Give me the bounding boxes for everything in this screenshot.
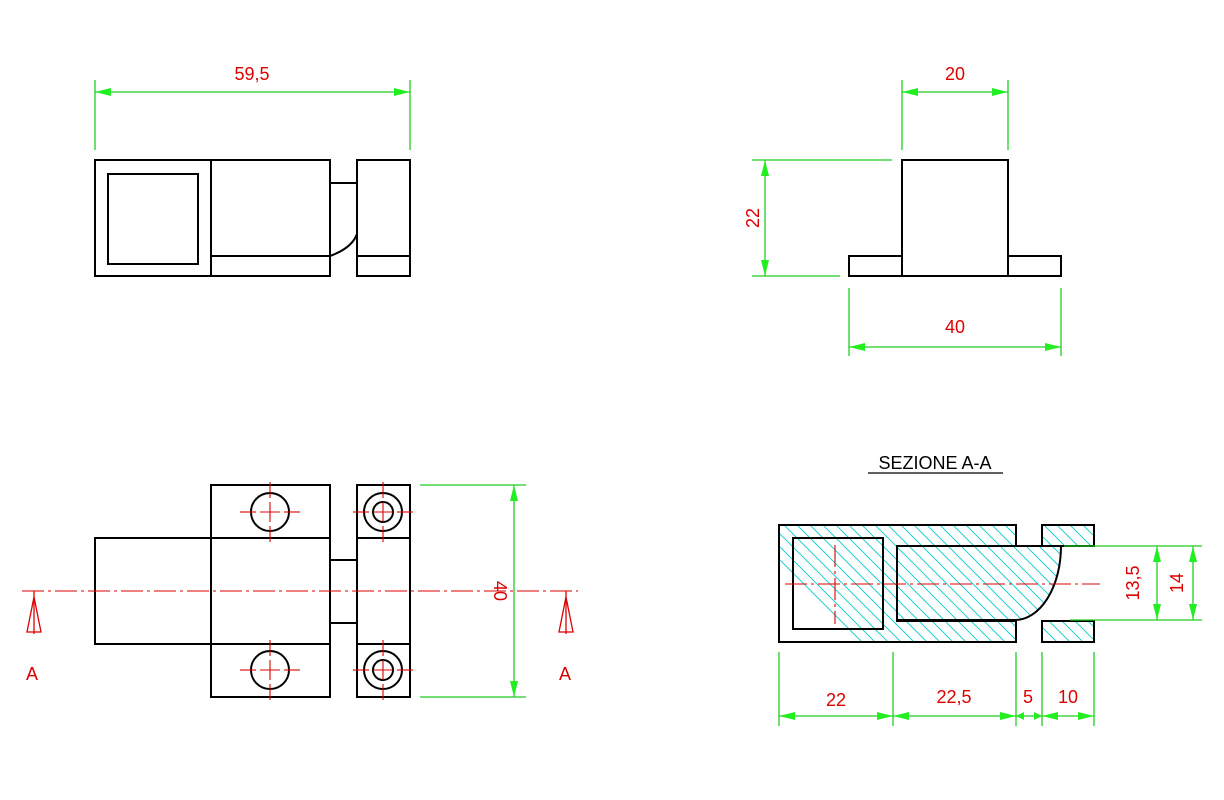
dimension-front-width: 59,5	[94, 64, 411, 150]
hatch-line	[779, 525, 879, 642]
section-cap-bottom	[1041, 620, 1095, 643]
hatch-line	[869, 525, 996, 642]
front-curve	[329, 233, 358, 257]
hatch-line	[973, 525, 1094, 642]
front-inner-square	[107, 173, 199, 265]
front-body-right	[356, 159, 411, 277]
front-body-left	[94, 159, 212, 277]
front-view	[94, 159, 411, 277]
dim-label-front-width: 59,5	[234, 64, 269, 84]
side-view	[848, 159, 1062, 277]
hatch-line	[960, 525, 1087, 642]
hatch-line	[921, 525, 1048, 642]
top-view	[22, 482, 578, 700]
dim-label-sec-10: 10	[1058, 687, 1078, 707]
dim-label-sec-5: 5	[1023, 687, 1033, 707]
dim-label-sec-22: 22	[826, 690, 846, 710]
hatch-line	[779, 525, 892, 642]
side-body	[901, 159, 1009, 277]
hatch-line	[1090, 525, 1094, 642]
hatch-line	[817, 525, 944, 642]
dimension-section-right: 13,5 14	[1064, 545, 1202, 621]
section-marker-left-label: A	[26, 664, 38, 684]
dimension-side-base: 40	[848, 288, 1062, 356]
dimension-top-height: 40	[420, 484, 526, 698]
front-body-middle	[210, 159, 331, 277]
hatch-line	[882, 525, 1009, 642]
hatch-line	[1038, 525, 1094, 642]
hole-crosshairs	[240, 482, 413, 700]
dim-label-sec-13-5: 13,5	[1123, 565, 1143, 600]
hatch-line	[1012, 525, 1094, 642]
hatch-line	[999, 525, 1094, 642]
hatch-line	[947, 525, 1074, 642]
hatch-line	[986, 525, 1094, 642]
hatch-line	[791, 525, 918, 642]
dim-label-sec-22-5: 22,5	[936, 687, 971, 707]
side-flange-right	[1007, 255, 1062, 277]
section-title: SEZIONE A-A	[878, 453, 991, 473]
hatch-line	[830, 525, 957, 642]
dim-label-side-top: 20	[945, 64, 965, 84]
hatch-line	[843, 525, 970, 642]
hatch-line	[908, 525, 1035, 642]
hatch-line	[1104, 520, 1224, 645]
dimension-side-top: 20	[901, 64, 1009, 150]
hatch-line	[804, 525, 931, 642]
dim-label-top-height: 40	[490, 581, 510, 601]
section-marker-right-label: A	[559, 664, 571, 684]
section-plunger	[897, 545, 1063, 621]
hatch-line	[895, 525, 1022, 642]
dimension-section-bottom: 22 22,5 5 10	[778, 652, 1095, 726]
hatch-line	[779, 525, 866, 642]
dimension-side-height: 22	[743, 159, 892, 277]
dim-label-side-base: 40	[945, 317, 965, 337]
dim-label-sec-14: 14	[1167, 573, 1187, 593]
hatch-line	[1051, 525, 1094, 642]
section-marker-right: A	[558, 591, 574, 684]
dim-label-side-height: 22	[743, 208, 763, 228]
hatch-line	[1064, 525, 1094, 642]
side-flange-left	[848, 255, 903, 277]
section-marker-left: A	[26, 591, 42, 684]
hatch-line	[856, 525, 983, 642]
